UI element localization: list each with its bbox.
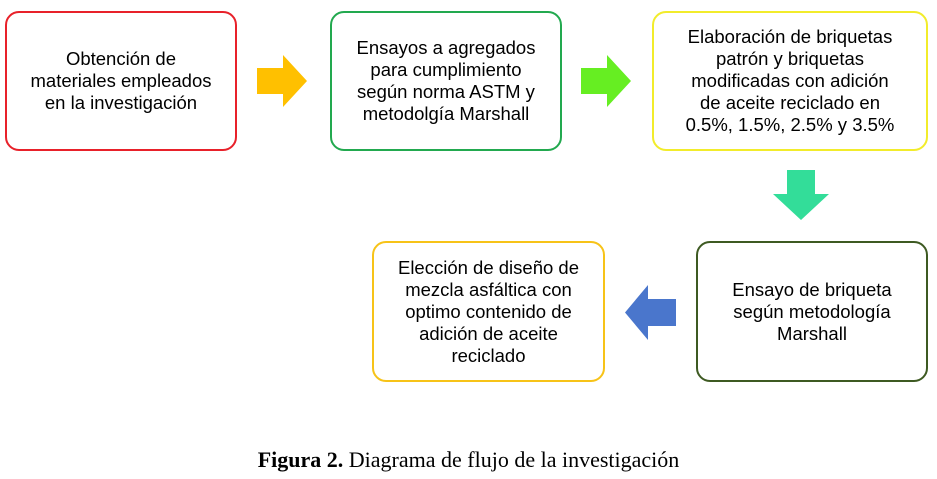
step-3-box: Elaboración de briquetas patrón y brique… — [652, 11, 928, 151]
step-2-box: Ensayos a agregados para cumplimiento se… — [330, 11, 562, 151]
step-5-box: Elección de diseño de mezcla asfáltica c… — [372, 241, 605, 382]
step-1-box: Obtención de materiales empleados en la … — [5, 11, 237, 151]
step-4-label: Ensayo de briqueta según metodología Mar… — [732, 278, 892, 344]
arrow-4-shape — [625, 285, 676, 340]
step-2-label: Ensayos a agregados para cumplimiento se… — [356, 37, 536, 124]
step-1-label: Obtención de materiales empleados en la … — [30, 48, 212, 113]
step-5-label: Elección de diseño de mezcla asfáltica c… — [397, 256, 580, 366]
arrow-left-icon — [625, 285, 676, 340]
figure-caption-label: Figura 2. — [257, 447, 344, 472]
step-4-box: Ensayo de briqueta según metodología Mar… — [696, 241, 928, 382]
arrow-2-shape — [581, 55, 631, 107]
arrow-1-shape — [257, 55, 307, 107]
arrow-3-shape — [773, 170, 829, 220]
arrow-right-icon — [581, 55, 631, 107]
figure-caption-text: Diagrama de flujo de la investigación — [343, 447, 680, 472]
step-3-label: Elaboración de briquetas patrón y brique… — [685, 26, 895, 135]
arrow-down-icon — [773, 170, 829, 220]
arrow-right-icon — [257, 55, 307, 107]
figure-caption: Figura 2. Diagrama de flujo de la invest… — [0, 447, 937, 473]
